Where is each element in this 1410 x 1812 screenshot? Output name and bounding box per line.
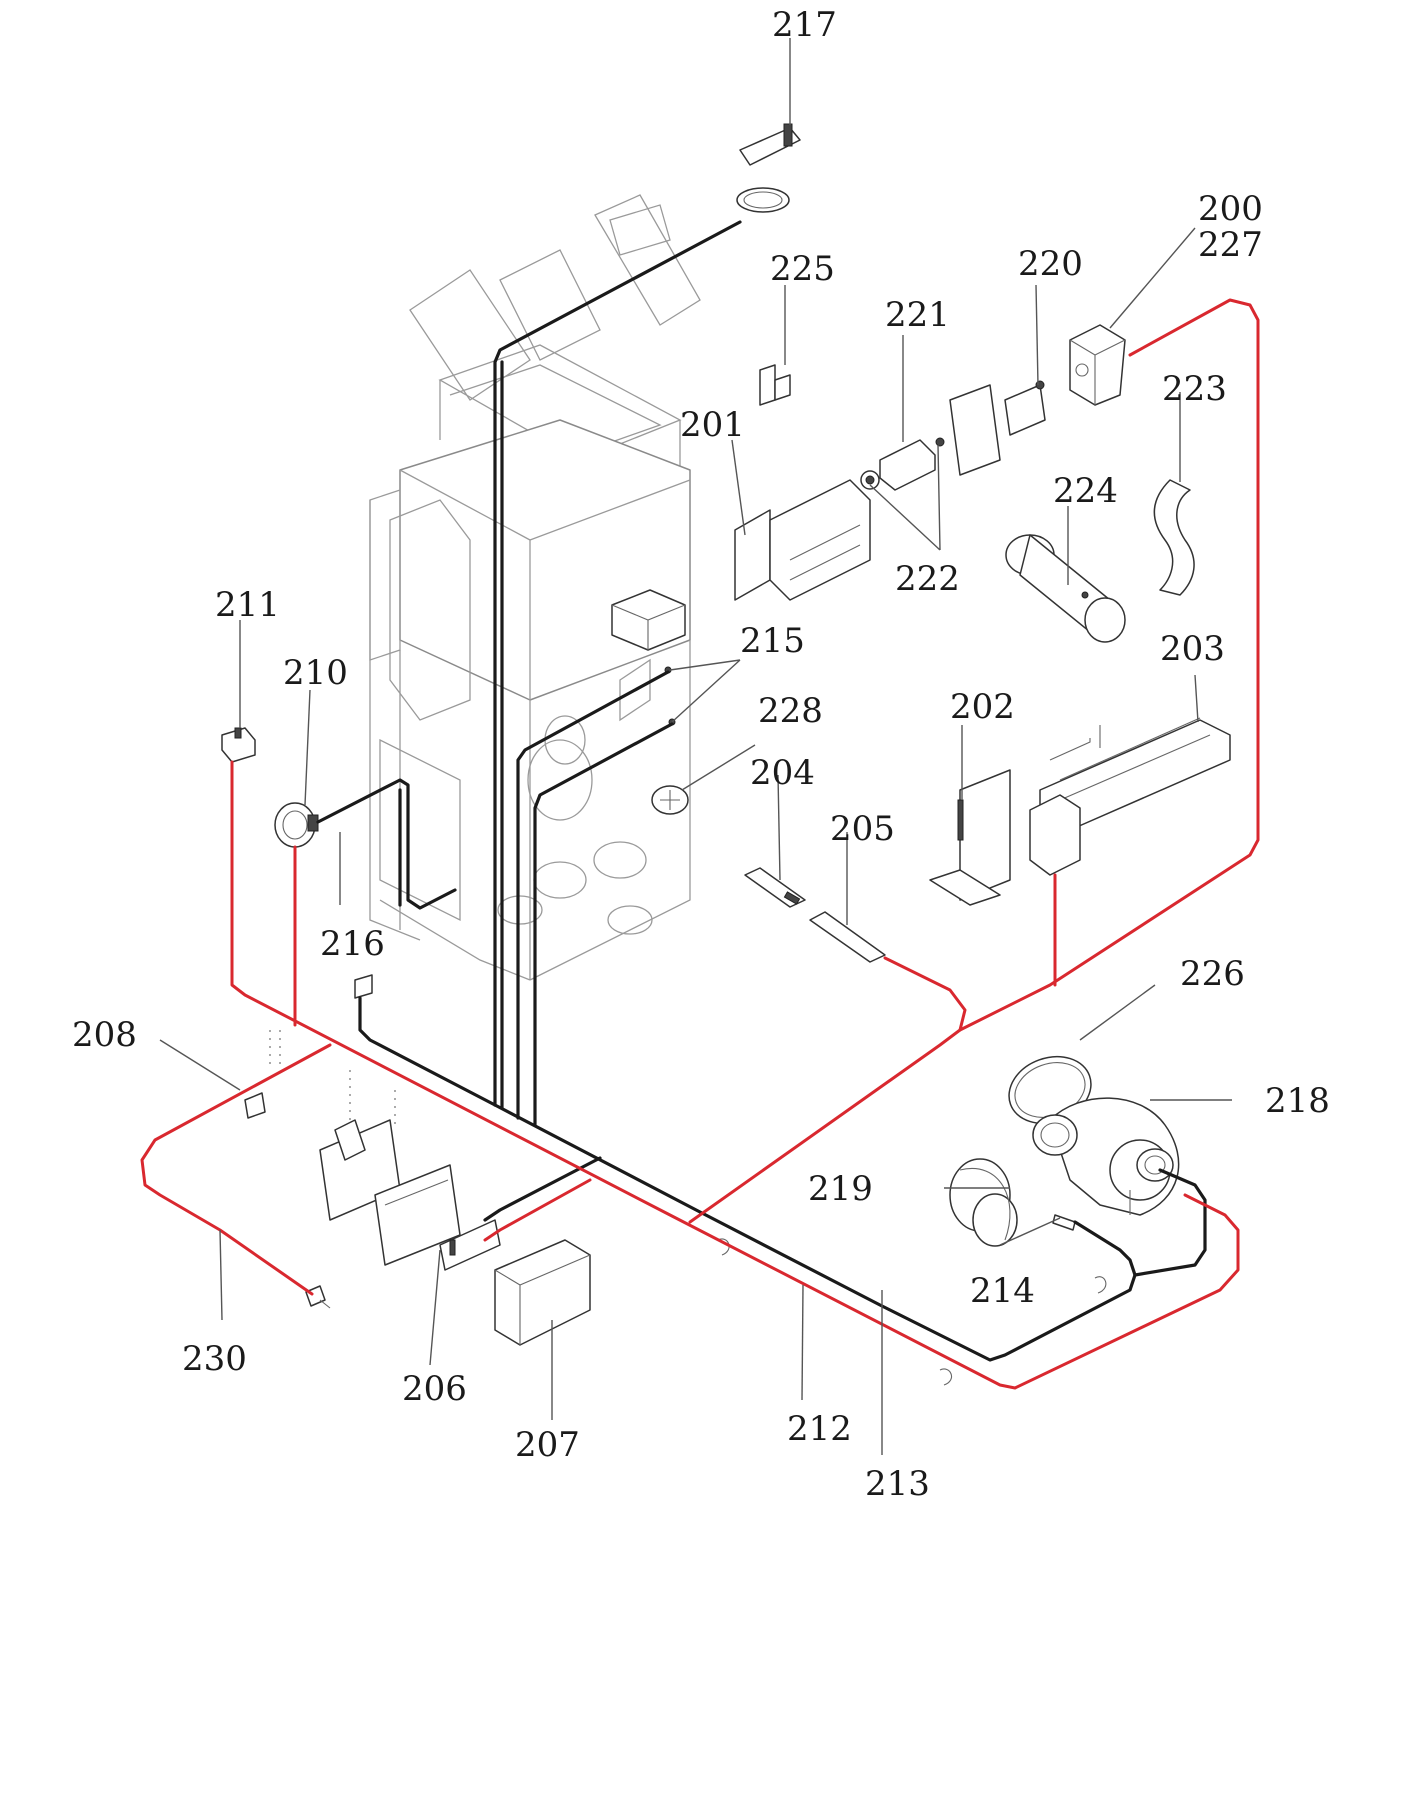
- part-217-sensor-clip: [736, 123, 801, 213]
- label-213: 213: [865, 1464, 930, 1504]
- part-214-sensor: [1052, 1214, 1076, 1231]
- part-201-auger-flange: [734, 479, 871, 601]
- label-226: 226: [1180, 954, 1245, 994]
- label-200: 200: [1198, 189, 1263, 229]
- label-216: 216: [320, 924, 385, 964]
- part-200-227-gear-motor: [1069, 324, 1126, 406]
- label-217: 217: [772, 5, 837, 45]
- label-208: 208: [72, 1015, 137, 1055]
- wire-harness-black: [316, 220, 1207, 1362]
- label-227: 227: [1198, 225, 1263, 265]
- part-206-controller-board: [374, 1164, 501, 1271]
- label-212: 212: [787, 1409, 852, 1449]
- label-215: 215: [740, 621, 805, 661]
- part-224-burner-tube: [1005, 534, 1126, 643]
- part-210-pressure-switch: [274, 802, 319, 848]
- part-211-switch: [221, 727, 256, 763]
- label-230: 230: [182, 1339, 247, 1379]
- leader-lines: [159, 38, 1232, 1455]
- boiler-body: [369, 194, 701, 981]
- part-215-temp-sensors: [664, 666, 676, 726]
- part-208-connector: [244, 1030, 281, 1119]
- label-223: 223: [1162, 369, 1227, 409]
- label-201: 201: [680, 405, 745, 445]
- label-204: 204: [750, 753, 815, 793]
- part-221-motor-coupling: [860, 437, 945, 491]
- label-222: 222: [895, 559, 960, 599]
- label-202: 202: [950, 687, 1015, 727]
- part-207-control-box: [494, 1239, 591, 1346]
- label-210: 210: [283, 653, 348, 693]
- label-211: 211: [215, 585, 280, 625]
- label-219: 219: [808, 1169, 873, 1209]
- part-216-sensor: [354, 974, 373, 999]
- label-218: 218: [1265, 1081, 1330, 1121]
- label-206: 206: [402, 1369, 467, 1409]
- part-219-exhaust-elbow: [949, 1158, 1018, 1247]
- wire-harness-red: [140, 298, 1260, 1390]
- part-228-sight-glass: [651, 785, 689, 815]
- part-225-bracket: [759, 364, 791, 406]
- label-207: 207: [515, 1425, 580, 1465]
- part-218-combustion-blower: [1032, 1097, 1180, 1216]
- part-223-hose: [1153, 479, 1195, 596]
- part-202-auger-bracket: [929, 769, 1011, 906]
- label-220: 220: [1018, 244, 1083, 284]
- label-205: 205: [830, 809, 895, 849]
- part-203-auger-assembly: [1029, 717, 1231, 876]
- part-205-igniter-sleeve: [809, 911, 886, 963]
- label-228: 228: [758, 691, 823, 731]
- part-204-igniter: [744, 867, 806, 908]
- part-number-labels: 217 225 220 200 227 221 223 201 224 222 …: [72, 5, 1330, 1504]
- label-225: 225: [770, 249, 835, 289]
- label-224: 224: [1053, 471, 1118, 511]
- part-220-mounting-plate: [949, 380, 1046, 476]
- part-230-power-plug: [305, 1285, 331, 1309]
- label-221: 221: [885, 295, 950, 335]
- wire-clips: [717, 1238, 1107, 1386]
- label-214: 214: [970, 1271, 1035, 1311]
- label-203: 203: [1160, 629, 1225, 669]
